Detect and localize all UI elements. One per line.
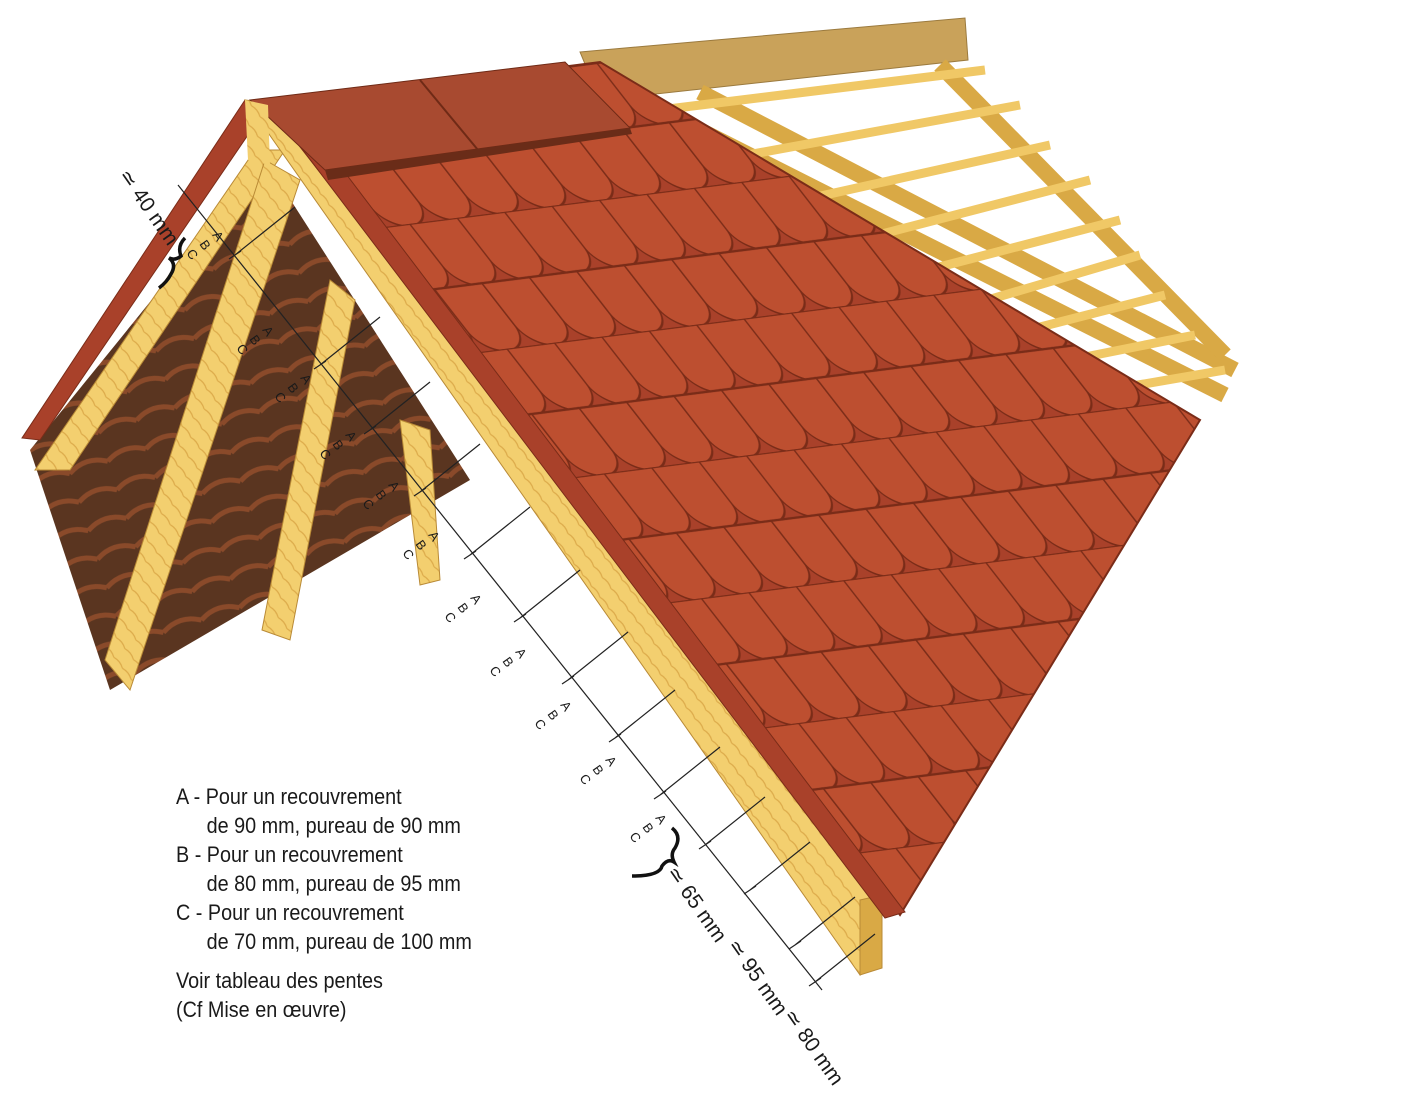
dimension-last: ≃ 80 mm [779,1005,848,1090]
abc-letter: C [400,546,418,562]
legend-note-1: Voir tableau des pentes [176,968,383,993]
dimension-tick [561,631,629,685]
abc-letter: C [627,829,645,845]
dimension-first: ≃ 65 mm [662,862,731,947]
dimension-tick [808,933,876,987]
dimension-tick [698,796,766,850]
brace-bottom [631,826,680,878]
legend-c-detail: de 70 mm, pureau de 100 mm [206,929,472,954]
dimension-tick [363,381,431,435]
ridge-tiles [245,61,632,180]
dimension-tick [313,316,381,370]
rafters [34,99,883,977]
abc-letter: C [577,771,595,787]
dimension-tick [608,689,676,743]
abc-letter: C [487,663,505,679]
legend-a-title: A - Pour un recouvrement [176,784,402,809]
dimension-tick [463,506,531,560]
legend-note-2: (Cf Mise en œuvre) [176,997,347,1022]
dimension-tick [228,206,296,260]
dimension-tick [743,841,811,895]
dimension-line [177,184,876,991]
legend: A - Pour un recouvrement de 90 mm, purea… [176,782,472,1024]
dimension-tick [788,896,856,950]
dimension-tick [653,746,721,800]
legend-b-detail: de 80 mm, pureau de 95 mm [206,871,461,896]
legend-a-detail: de 90 mm, pureau de 90 mm [206,813,461,838]
abc-letter: C [442,609,460,625]
dimension-top: ≃ 40 mm [114,165,183,250]
legend-b-title: B - Pour un recouvrement [176,842,403,867]
dimension-tick [413,443,481,497]
brace-top [157,236,187,290]
dimension-tick [513,569,581,623]
abc-letter: C [532,716,550,732]
legend-spacer [176,956,472,966]
dimension-middle: ≃ 95 mm [723,935,792,1020]
legend-c-title: C - Pour un recouvrement [176,900,404,925]
